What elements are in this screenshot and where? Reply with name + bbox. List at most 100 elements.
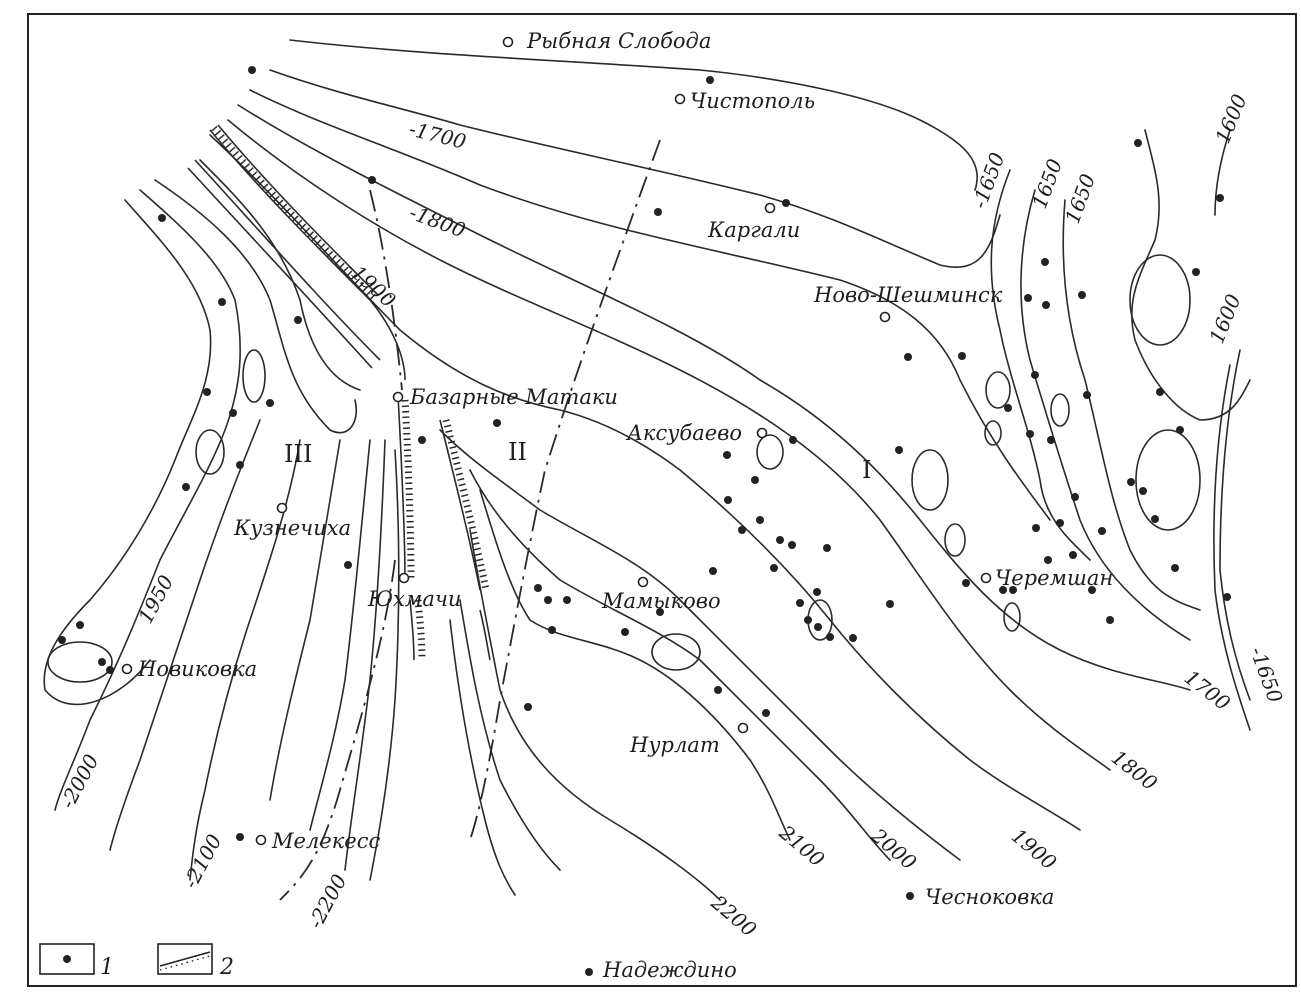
- legend-well-dot-icon: [63, 955, 71, 963]
- contour-line: [189, 439, 301, 881]
- contour-line: [209, 134, 1081, 831]
- well-dot: [751, 476, 759, 484]
- contour-line: [990, 169, 1091, 561]
- label-rybnaya-sloboda: Рыбная Слобода: [526, 29, 711, 53]
- well-dot: [1083, 391, 1091, 399]
- well-dot: [1024, 294, 1032, 302]
- label-novikovka: Новиковка: [137, 657, 257, 681]
- zone-label-i: I: [862, 456, 871, 484]
- label-mamykovo: Мамыково: [601, 589, 721, 613]
- isoline-label: -2100: [178, 830, 226, 892]
- flexure-line: [409, 599, 415, 661]
- label-bazarnye-mataki: Базарные Матаки: [409, 385, 618, 409]
- well-dot: [756, 516, 764, 524]
- closed-contour: [47, 641, 113, 683]
- flexure-line: [217, 124, 379, 296]
- well-dot: [656, 608, 664, 616]
- settlement-marker: [906, 892, 914, 900]
- well-dot: [706, 76, 714, 84]
- closed-contour: [242, 349, 266, 403]
- isoline-label: 2000: [866, 823, 921, 875]
- well-dot: [813, 588, 821, 596]
- well-dot: [493, 419, 501, 427]
- well-dot: [895, 446, 903, 454]
- well-dot: [826, 633, 834, 641]
- contour-line: [1214, 129, 1231, 216]
- isoline-label: 1600: [1210, 90, 1251, 146]
- well-dot: [1078, 291, 1086, 299]
- well-dot: [782, 199, 790, 207]
- isoline-label: -1900: [342, 256, 401, 313]
- well-dot: [654, 208, 662, 216]
- closed-contour: [984, 420, 1002, 446]
- zone-label-ii: II: [508, 438, 527, 466]
- closed-contour: [1135, 429, 1201, 531]
- zone-labels: I II III: [284, 438, 871, 484]
- settlement-marker: [585, 968, 593, 976]
- contour-line: [469, 529, 721, 901]
- contour-line: [269, 69, 1001, 268]
- flexure-line: [479, 609, 491, 661]
- closed-contour: [1003, 602, 1021, 632]
- well-dot: [958, 352, 966, 360]
- well-dot: [770, 564, 778, 572]
- well-dot: [1069, 551, 1077, 559]
- settlement-marker: [879, 311, 891, 323]
- contour-line: [439, 429, 961, 861]
- contour-line: [459, 599, 561, 871]
- well-dot: [236, 461, 244, 469]
- contour-line: [479, 489, 791, 841]
- isoline-label: -1700: [407, 117, 469, 154]
- well-dot: [738, 526, 746, 534]
- contour-line: [227, 119, 1111, 771]
- well-dot: [1032, 524, 1040, 532]
- closed-contour: [195, 429, 225, 475]
- closed-contour: [985, 371, 1011, 409]
- well-dot: [1156, 388, 1164, 396]
- well-dot: [1056, 519, 1064, 527]
- well-dot: [418, 436, 426, 444]
- contour-line: [249, 89, 1051, 521]
- isoline-label: -1650: [1245, 644, 1287, 707]
- settlement-marker: [502, 36, 514, 48]
- well-dot: [203, 388, 211, 396]
- flexure-line: [397, 394, 406, 581]
- label-kargali: Каргали: [707, 218, 800, 242]
- well-dot: [1216, 194, 1224, 202]
- well-dot: [1151, 515, 1159, 523]
- legend-label-2: 2: [219, 955, 234, 980]
- well-dot: [962, 579, 970, 587]
- well-dot: [98, 658, 106, 666]
- flexure-hatch: [414, 599, 426, 661]
- label-chesnokovka: Чесноковка: [925, 885, 1054, 909]
- well-dot: [266, 399, 274, 407]
- well-dot: [709, 567, 717, 575]
- label-novo-sheshminsk: Ново-Шешминск: [813, 283, 1003, 307]
- isoline-label: -1650: [967, 149, 1009, 212]
- well-dot: [76, 621, 84, 629]
- contour-line: [309, 439, 371, 831]
- settlement-marker: [980, 572, 992, 584]
- flexure-hatch: [401, 399, 415, 581]
- flexure-line: [187, 167, 373, 369]
- contour-line: [1062, 199, 1201, 611]
- well-dot: [1176, 426, 1184, 434]
- settlement-marker: [737, 722, 749, 734]
- settlement-marker: [764, 202, 776, 214]
- label-aksubaevo: Аксубаево: [625, 421, 742, 445]
- closed-contour: [756, 434, 784, 470]
- isoline-label: 1950: [133, 571, 178, 627]
- settlements: Рыбная Слобода Чистополь Каргали Ново-Ше…: [121, 29, 1113, 982]
- isoline-label: 1650: [1060, 170, 1100, 226]
- map-frame: [27, 13, 1297, 987]
- well-dot: [1009, 586, 1017, 594]
- well-dot: [621, 628, 629, 636]
- settlement-marker: [637, 576, 649, 588]
- well-dot: [849, 634, 857, 642]
- well-dot: [158, 214, 166, 222]
- well-dot: [58, 636, 66, 644]
- flexure-line: [194, 159, 381, 361]
- well-dot: [804, 616, 812, 624]
- fault-line: [369, 189, 403, 391]
